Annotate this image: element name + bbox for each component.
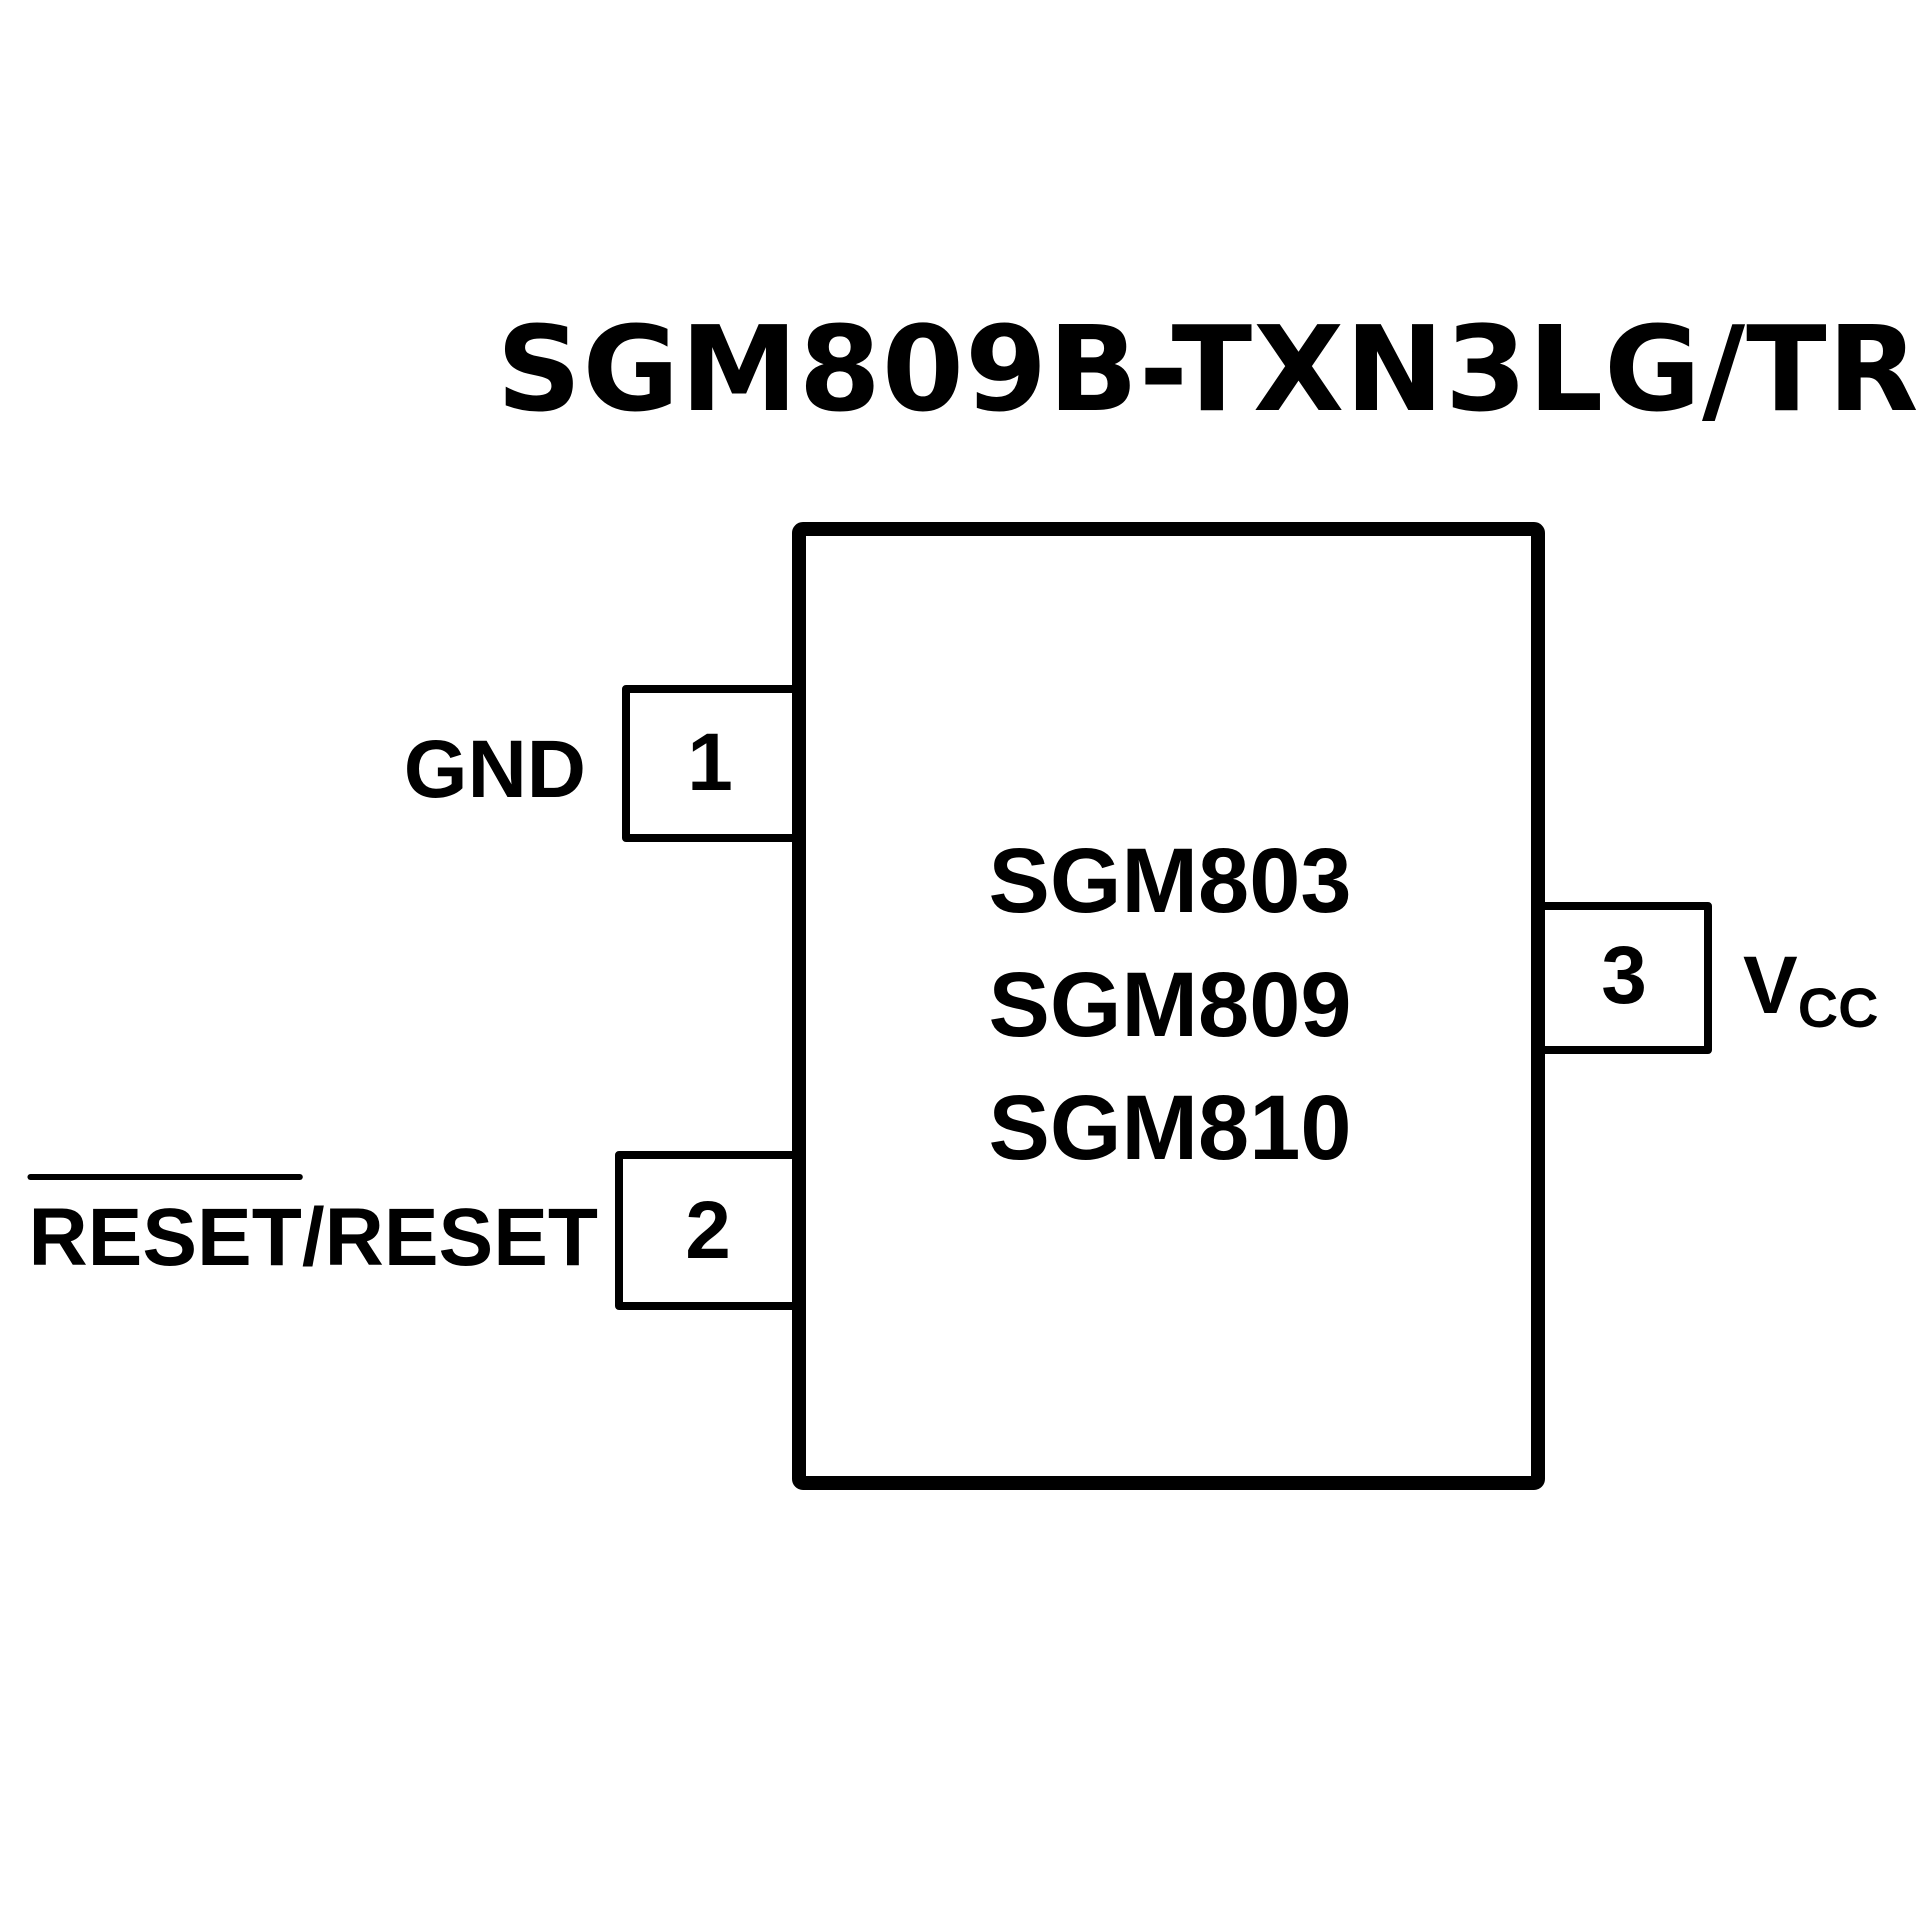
pin-1-name: GND bbox=[404, 724, 586, 815]
pin-2-name-rest: /RESET bbox=[302, 1192, 598, 1283]
pin-3-number: 3 bbox=[1601, 930, 1647, 1021]
pin-2-name: RESET/RESET bbox=[28, 1192, 598, 1283]
part-number-title: SGM809B-TXN3LG/TR bbox=[497, 300, 1920, 438]
pin-1-number: 1 bbox=[687, 717, 733, 808]
pin-2-number: 2 bbox=[685, 1185, 731, 1276]
ic-body bbox=[792, 522, 1545, 1490]
pin-3-name-subscript: CC bbox=[1798, 976, 1879, 1039]
pin-3: 3 VCC bbox=[1545, 902, 1879, 1054]
part-line-sgm810: SGM810 bbox=[988, 1077, 1351, 1179]
pin-2-box bbox=[615, 1151, 792, 1310]
pin-3-name-main: V bbox=[1743, 940, 1798, 1031]
part-line-sgm803: SGM803 bbox=[988, 830, 1351, 932]
pin-2-name-inverted: RESET bbox=[28, 1192, 301, 1283]
pin-3-box bbox=[1545, 902, 1712, 1054]
part-line-sgm809: SGM809 bbox=[988, 954, 1351, 1056]
pin-2: 2 RESET/RESET bbox=[27, 1151, 792, 1310]
pin-1: 1 GND bbox=[404, 685, 792, 842]
pin-1-box bbox=[622, 685, 792, 842]
pin-3-name: VCC bbox=[1743, 940, 1879, 1039]
